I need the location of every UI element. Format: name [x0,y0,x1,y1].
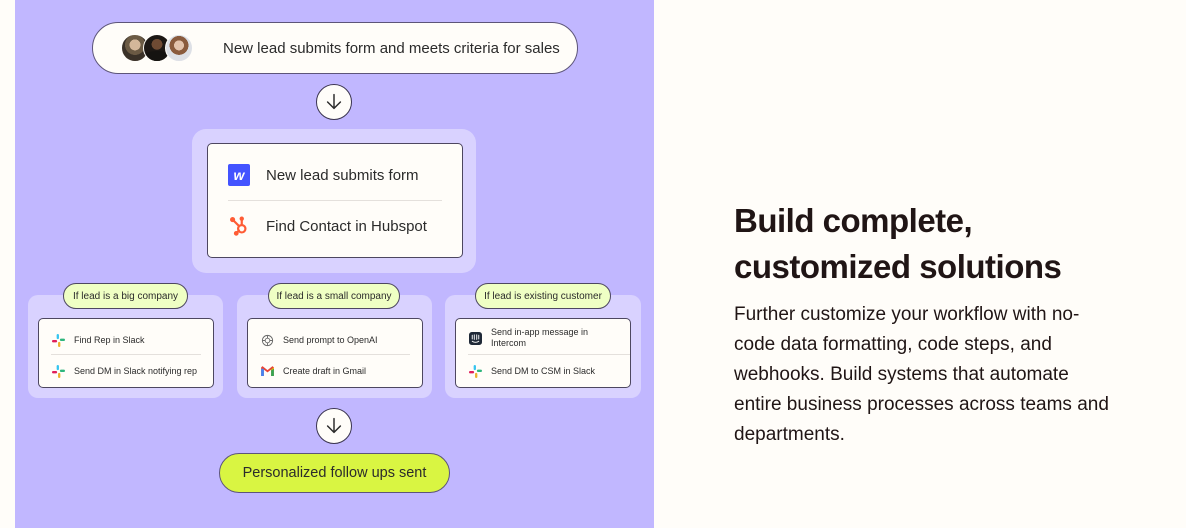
step-gmail: Create draft in Gmail [260,364,366,378]
divider [51,354,201,355]
step-find-rep: Find Rep in Slack [51,333,145,347]
branch-card-small-company: Send prompt to OpenAI Create draft in Gm… [247,318,423,388]
divider [468,354,630,355]
condition-pill-existing-customer: If lead is existing customer [475,283,611,309]
headline: Build complete, customized solutions [734,198,1154,290]
step-hubspot: Find Contact in Hubspot [228,215,427,237]
avatar-group [121,34,193,62]
condition-pill-small-company: If lead is a small company [268,283,400,309]
body-text: Further customize your workflow with no-… [734,304,1109,445]
headline-line-1: Build complete, [734,202,973,239]
intercom-icon [468,331,482,345]
step-webflow: w New lead submits form [228,164,419,186]
webflow-icon: w [228,164,250,186]
branch-card-existing-customer: Send in-app message in Intercom Send DM … [455,318,631,388]
arrow-down-icon [316,408,352,444]
step-label: Send DM to CSM in Slack [491,365,596,376]
step-label: Send in-app message in Intercom [491,327,589,348]
step-label: Create draft in Gmail [283,365,367,376]
slack-icon [51,364,65,378]
divider [228,200,442,201]
headline-line-2: customized solutions [734,248,1062,285]
openai-icon [260,333,274,347]
branch-card-big-company: Find Rep in Slack Send DM in Slack notif… [38,318,214,388]
step-label: Send DM in Slack notifying rep [74,365,198,376]
step-label: Find Rep in Slack [74,334,145,345]
step-send-dm: Send DM in Slack notifying rep [51,364,197,378]
main-step-card: w New lead submits form Find Contact in … [207,143,463,258]
step-intercom: Send in-app message in Intercom [468,327,608,349]
divider [260,354,410,355]
trigger-label: New lead submits form and meets criteria… [223,39,560,57]
slack-icon [468,364,482,378]
gmail-icon [260,364,274,378]
slack-icon [51,333,65,347]
step-label: New lead submits form [266,166,419,184]
step-openai: Send prompt to OpenAI [260,333,378,347]
condition-pill-big-company: If lead is a big company [63,283,188,309]
hubspot-icon [228,215,250,237]
trigger-pill: New lead submits form and meets criteria… [92,22,578,74]
step-label: Send prompt to OpenAI [283,334,378,345]
avatar [165,34,193,62]
arrow-down-icon [316,84,352,120]
step-dm-csm: Send DM to CSM in Slack [468,364,595,378]
step-label: Find Contact in Hubspot [266,217,427,235]
result-pill: Personalized follow ups sent [219,453,450,493]
